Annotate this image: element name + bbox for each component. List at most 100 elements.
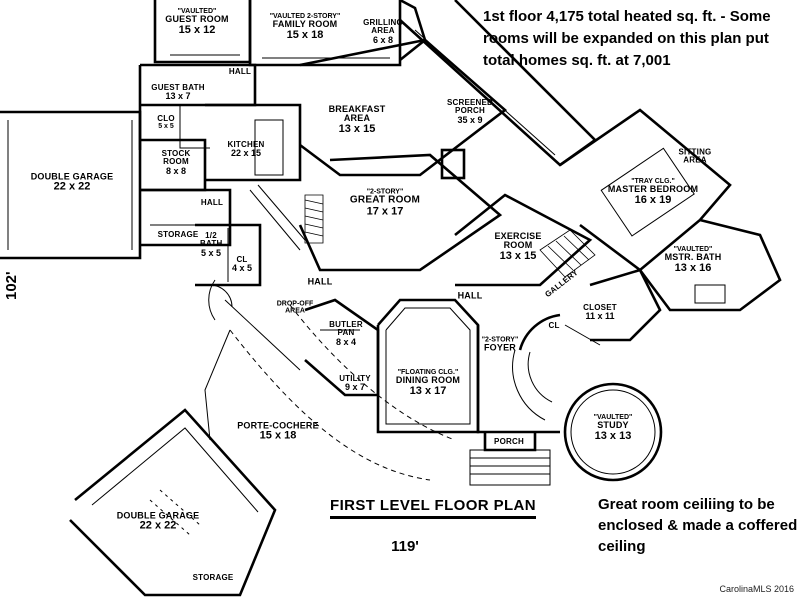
room-name: CL xyxy=(548,320,560,330)
room-name: GRILLING AREA xyxy=(363,17,403,36)
room-name: BUTLER PAN xyxy=(329,319,363,338)
room-breakfast-area: BREAKFAST AREA 13 x 15 xyxy=(322,103,392,135)
room-size: 4 x 5 xyxy=(231,263,253,274)
room-name: MASTER BEDROOM xyxy=(607,184,699,195)
room-note: "VAULTED" xyxy=(673,245,713,253)
room-porch: PORCH xyxy=(494,436,524,446)
room-size: 5 x 5 xyxy=(158,123,174,131)
master-suite-walls xyxy=(559,108,782,346)
room-dining-room: "FLOATING CLG." DINING ROOM 13 x 17 xyxy=(396,369,460,397)
room-name: STORAGE xyxy=(192,572,234,582)
room-exercise-room: EXERCISE ROOM 13 x 15 xyxy=(488,230,548,262)
room-name: GUEST ROOM xyxy=(165,14,229,25)
room-sitting-area: SITTING AREA xyxy=(670,147,720,166)
room-stock-room: STOCK ROOM 8 x 8 xyxy=(156,148,196,176)
room-size: 8 x 8 xyxy=(165,165,187,176)
room-size: 13 x 17 xyxy=(409,384,447,397)
width-dimension: 119' xyxy=(391,538,419,555)
room-name: STUDY xyxy=(597,420,629,431)
room-guest-bath: GUEST BATH 13 x 7 xyxy=(151,83,205,102)
exercise-room-walls xyxy=(454,193,596,287)
room-family-room: "VAULTED 2-STORY" FAMILY ROOM 15 x 18 xyxy=(270,13,341,41)
room-name: GREAT ROOM xyxy=(349,194,421,206)
room-name: DROP-OFF AREA xyxy=(276,300,314,315)
room-name: STOCK ROOM xyxy=(161,148,191,167)
room-name: HALL xyxy=(228,66,252,76)
room-double-garage-bottom: DOUBLE GARAGE 22 x 22 xyxy=(117,511,200,533)
kitchen-great-room-walls xyxy=(205,38,508,272)
room-size: 13 x 15 xyxy=(338,122,376,135)
room-foyer: "2-STORY" FOYER xyxy=(482,337,519,354)
study-tower-walls xyxy=(563,382,663,482)
room-name: CL xyxy=(236,255,248,265)
room-name: MSTR. BATH xyxy=(664,252,722,263)
room-name: PORCH xyxy=(494,436,524,446)
room-half-bath: 1/2 BATH 5 x 5 xyxy=(200,231,222,258)
room-size: 15 x 12 xyxy=(178,23,216,36)
room-name: UTILITY xyxy=(339,374,371,384)
room-name: CLO xyxy=(157,114,175,124)
dining-foyer-walls xyxy=(376,298,561,486)
room-size: 22 x 22 xyxy=(53,180,91,193)
room-great-room: "2-STORY" GREAT ROOM 17 x 17 xyxy=(350,188,420,217)
room-size: 13 x 16 xyxy=(674,261,712,274)
room-size: 15 x 18 xyxy=(259,429,297,442)
room-size: 6 x 8 xyxy=(372,34,394,45)
room-name: CLOSET xyxy=(583,303,617,313)
room-name: KITCHEN xyxy=(227,140,265,150)
room-study: "VAULTED" STUDY 13 x 13 xyxy=(594,414,633,442)
height-dimension: 102' xyxy=(3,271,20,300)
porte-cochere-walls xyxy=(204,304,456,481)
room-name: DINING ROOM xyxy=(395,375,461,386)
room-size: 35 x 9 xyxy=(457,114,483,125)
room-size: 13 x 15 xyxy=(499,249,537,262)
room-name: GUEST BATH xyxy=(151,83,205,93)
room-note: "VAULTED 2-STORY" xyxy=(269,12,341,20)
room-name: SCREENED PORCH xyxy=(446,97,494,116)
room-note: "VAULTED" xyxy=(177,7,217,15)
room-butler-pan: BUTLER PAN 8 x 4 xyxy=(329,319,363,347)
room-size: 8 x 4 xyxy=(335,336,357,347)
room-note: "VAULTED" xyxy=(593,413,633,421)
room-cl-right: CL xyxy=(548,320,560,330)
square-footage-note: 1st floor 4,175 total heated sq. ft. - S… xyxy=(483,8,771,69)
room-size: 22 x 22 xyxy=(139,519,177,532)
utility-walls xyxy=(304,298,380,397)
room-name: BREAKFAST AREA xyxy=(328,103,386,124)
room-name: FAMILY ROOM xyxy=(272,19,338,30)
room-size: 13 x 7 xyxy=(165,91,191,102)
room-note: "2-STORY" xyxy=(481,336,519,344)
room-guest-room: "VAULTED" GUEST ROOM 15 x 12 xyxy=(165,8,229,36)
room-cl: CL 4 x 5 xyxy=(231,255,253,274)
listing-credit: CarolinaMLS 2016 xyxy=(719,584,794,594)
room-master-bedroom: "TRAY CLG." MASTER BEDROOM 16 x 19 xyxy=(608,178,698,206)
service-core-walls xyxy=(140,138,262,308)
room-name: HALL xyxy=(457,290,483,301)
room-master-bath: "VAULTED" MSTR. BATH 13 x 16 xyxy=(665,246,722,274)
room-porte-cochere: PORTE-COCHERE 15 x 18 xyxy=(237,421,319,443)
room-name: HALL xyxy=(200,197,224,207)
bottom-garage-walls xyxy=(69,408,277,597)
room-size: 16 x 19 xyxy=(634,193,672,206)
room-utility: UTILITY 9 x 7 xyxy=(339,374,371,393)
room-name: EXERCISE ROOM xyxy=(494,230,542,251)
plan-title: FIRST LEVEL FLOOR PLAN xyxy=(330,497,537,519)
room-size: 11 x 11 xyxy=(585,311,615,322)
room-size: 5 x 5 xyxy=(200,247,222,258)
room-drop-off-area: DROP-OFF AREA xyxy=(275,301,315,316)
room-screened-porch: SCREENED PORCH 35 x 9 xyxy=(440,97,500,125)
room-note: "2-STORY" xyxy=(366,188,404,196)
room-name: FOYER xyxy=(483,342,516,353)
upper-wing-walls xyxy=(138,0,427,150)
room-hall-center: HALL xyxy=(308,276,333,286)
room-hall-left: HALL xyxy=(200,197,224,207)
room-size: 22 x 15 xyxy=(230,148,262,159)
room-double-garage-left: DOUBLE GARAGE 22 x 22 xyxy=(31,172,114,194)
room-kitchen: KITCHEN 22 x 15 xyxy=(227,140,265,159)
room-name: SITTING AREA xyxy=(678,147,712,165)
room-closet: CLOSET 11 x 11 xyxy=(583,303,617,322)
left-garage-walls xyxy=(0,110,142,260)
room-name: STORAGE xyxy=(157,229,199,239)
room-storage-bottom: STORAGE xyxy=(192,572,234,582)
